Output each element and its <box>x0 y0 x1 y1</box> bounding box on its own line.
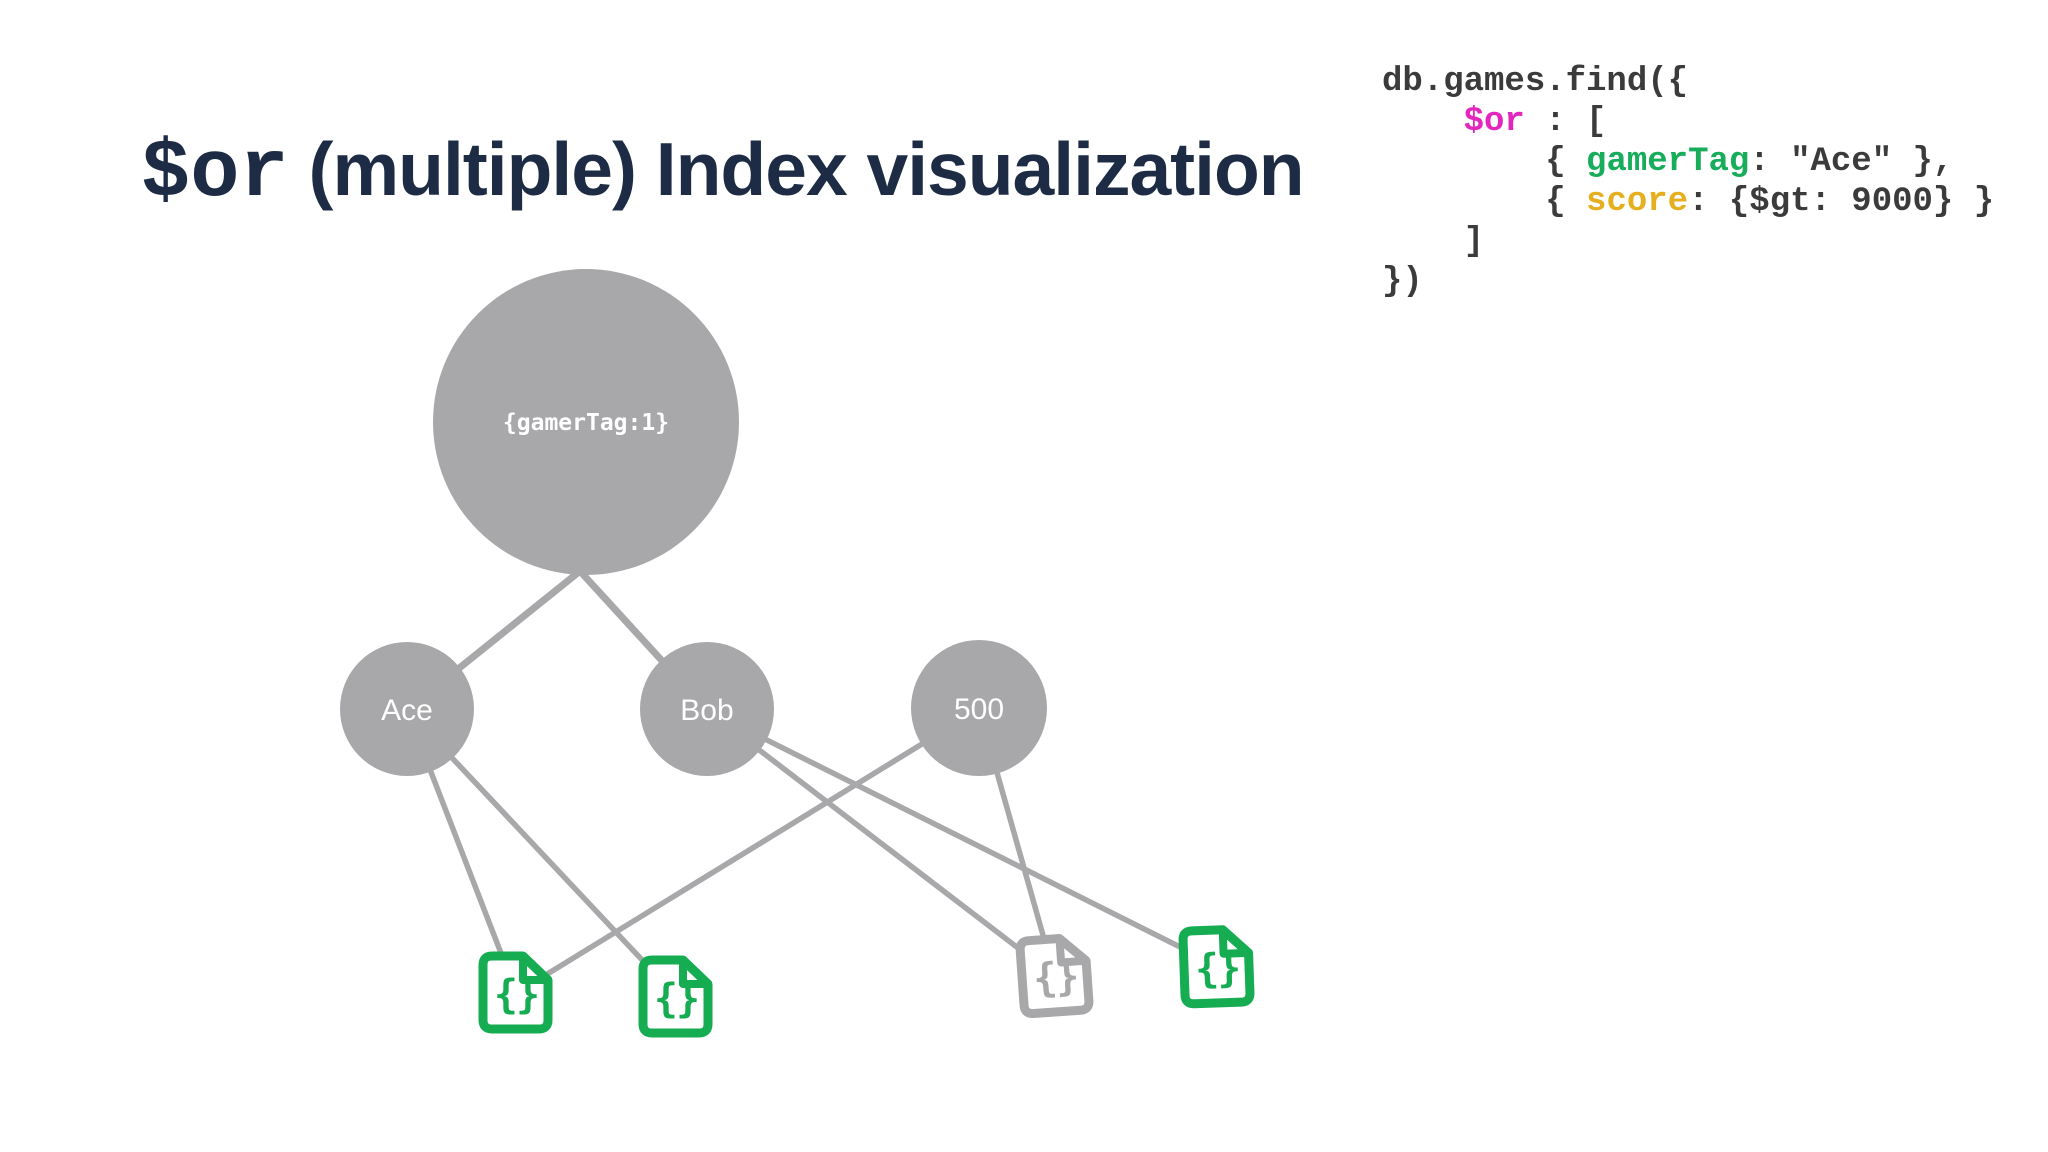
document-icon: {} <box>1178 925 1255 1009</box>
braces-glyph: {} <box>494 972 538 1018</box>
bob-circle <box>640 642 774 776</box>
code-line: { score: {$gt: 9000} } <box>1382 183 1995 221</box>
code-line: ] <box>1382 223 1485 261</box>
braces-glyph: {} <box>1194 945 1240 993</box>
title-keyword: $or <box>141 127 289 220</box>
document-icon: {} <box>478 951 553 1034</box>
edge-bob-doc4 <box>705 707 1216 967</box>
root-circle <box>433 269 739 575</box>
document-fold <box>1218 928 1250 958</box>
edge-500-doc1 <box>516 706 981 995</box>
query-code: db.games.find({ $or : [ { gamerTag: "Ace… <box>1382 62 1994 302</box>
key-node-bob: Bob <box>640 642 774 776</box>
document-outline <box>638 955 713 1038</box>
ace-circle <box>340 642 474 776</box>
code-line: $or : [ <box>1463 103 1607 141</box>
code-line: }) <box>1382 263 1423 301</box>
title-rest: (multiple) Index visualization <box>288 127 1304 211</box>
root-label: {gamerTag:1} <box>503 410 669 436</box>
code-line: { gamerTag: "Ace" }, <box>1382 143 1954 181</box>
code-line: db.games.find({ <box>1382 63 1689 101</box>
ace-label: Ace <box>381 694 433 727</box>
document-fold <box>679 959 709 988</box>
document-outline <box>1178 925 1255 1009</box>
500-label: 500 <box>954 693 1004 726</box>
edge-bob-doc3 <box>705 707 1054 977</box>
bob-label: Bob <box>680 694 733 727</box>
500-circle <box>911 640 1047 776</box>
page-title: $or (multiple) Index visualization <box>141 132 1305 215</box>
document-fold <box>519 955 549 984</box>
document-outline <box>1015 934 1094 1019</box>
document-icon: {} <box>638 955 713 1038</box>
document-icon: {} <box>1015 934 1094 1019</box>
index-root-node: {gamerTag:1} <box>433 269 739 575</box>
edges <box>404 532 1216 998</box>
document-fold <box>1055 937 1088 967</box>
braces-glyph: {} <box>1032 953 1079 1002</box>
key-node-500: 500 <box>911 640 1047 776</box>
braces-glyph: {} <box>654 976 698 1022</box>
key-node-ace: Ace <box>340 642 474 776</box>
document-outline <box>478 951 553 1034</box>
